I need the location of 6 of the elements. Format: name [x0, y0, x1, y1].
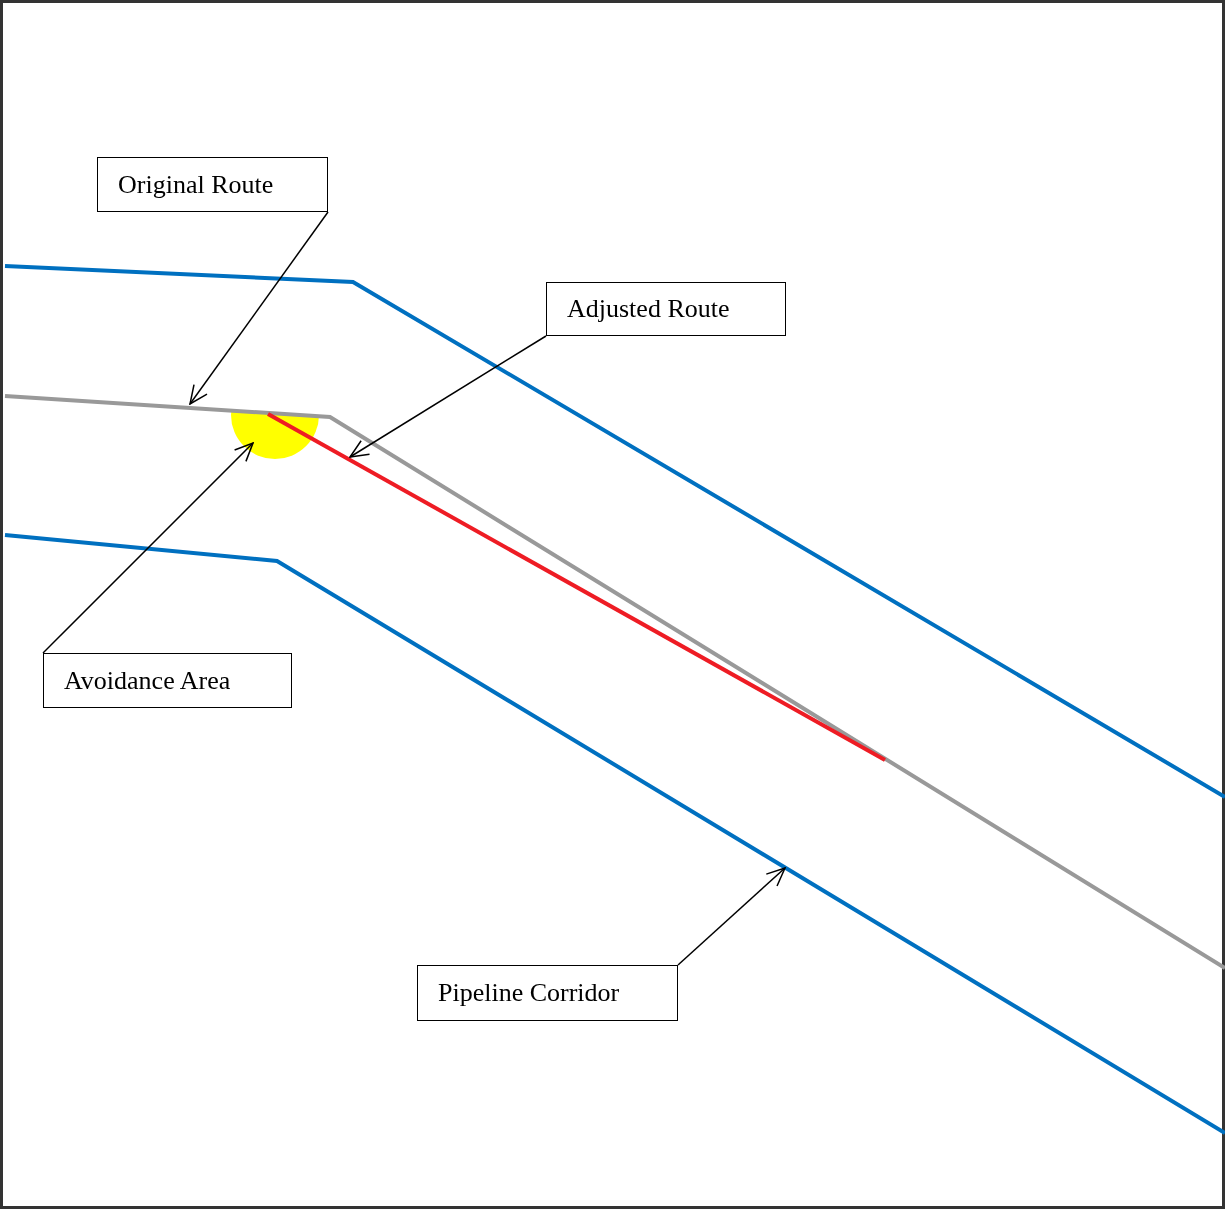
corridor-boundary-lines	[4, 264, 1225, 1135]
leader-line	[677, 867, 786, 966]
callout-label: Original Route	[97, 157, 328, 212]
leader-line	[349, 335, 547, 458]
leader-line	[189, 211, 329, 405]
leader-line	[42, 442, 254, 654]
